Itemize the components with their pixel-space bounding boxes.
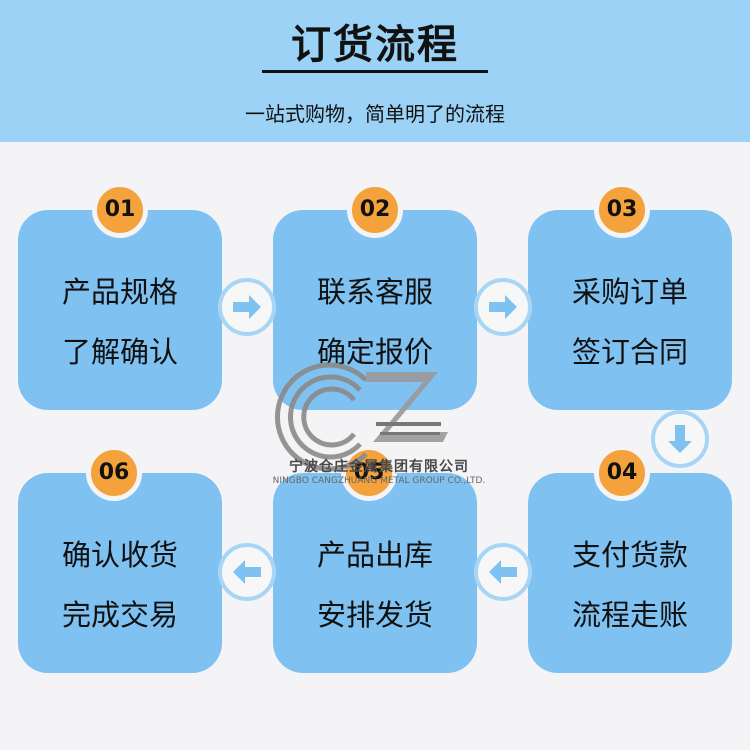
- page-subtitle: 一站式购物，简单明了的流程: [245, 102, 505, 126]
- step-badge-4: 04: [594, 445, 650, 501]
- watermark-logo: [275, 362, 448, 472]
- step-card-6: 确认收货 完成交易: [18, 473, 222, 673]
- step-1-line2: 了解确认: [61, 335, 178, 369]
- arrow-left-icon: [218, 543, 276, 601]
- step-6-line1: 确认收货: [61, 538, 178, 572]
- step-6-line2: 完成交易: [61, 598, 178, 632]
- step-4-line2: 流程走账: [571, 598, 688, 632]
- step-3-line1: 采购订单: [571, 275, 688, 309]
- arrow-left-icon: [474, 543, 532, 601]
- step-5-line2: 安排发货: [316, 598, 433, 632]
- step-1-line1: 产品规格: [61, 275, 178, 309]
- step-badge-2: 02: [347, 182, 403, 238]
- step-badge-6: 06: [86, 445, 142, 501]
- step-5-line1: 产品出库: [316, 538, 433, 572]
- step-card-3: 采购订单 签订合同: [528, 210, 732, 410]
- title-underline: [262, 70, 488, 73]
- page-title: 订货流程: [291, 22, 459, 68]
- arrow-right-icon: [474, 278, 532, 336]
- step-3-line2: 签订合同: [571, 335, 688, 369]
- watermark-company-cn: 宁波仓庄金属集团有限公司: [289, 459, 469, 475]
- arrow-down-icon: [651, 410, 709, 468]
- step-card-4: 支付货款 流程走账: [528, 473, 732, 673]
- step-2-line1: 联系客服: [316, 275, 433, 309]
- watermark-company-en: NINGBO CANGZHUANG METAL GROUP CO.,LTD.: [272, 476, 486, 486]
- step-card-1: 产品规格 了解确认: [18, 210, 222, 410]
- arrow-right-icon: [218, 278, 276, 336]
- step-badge-3: 03: [594, 182, 650, 238]
- step-badge-1: 01: [92, 182, 148, 238]
- step-card-5: 产品出库 安排发货: [273, 473, 477, 673]
- header-banner: 订货流程 一站式购物，简单明了的流程: [0, 0, 750, 142]
- step-4-line1: 支付货款: [571, 538, 688, 572]
